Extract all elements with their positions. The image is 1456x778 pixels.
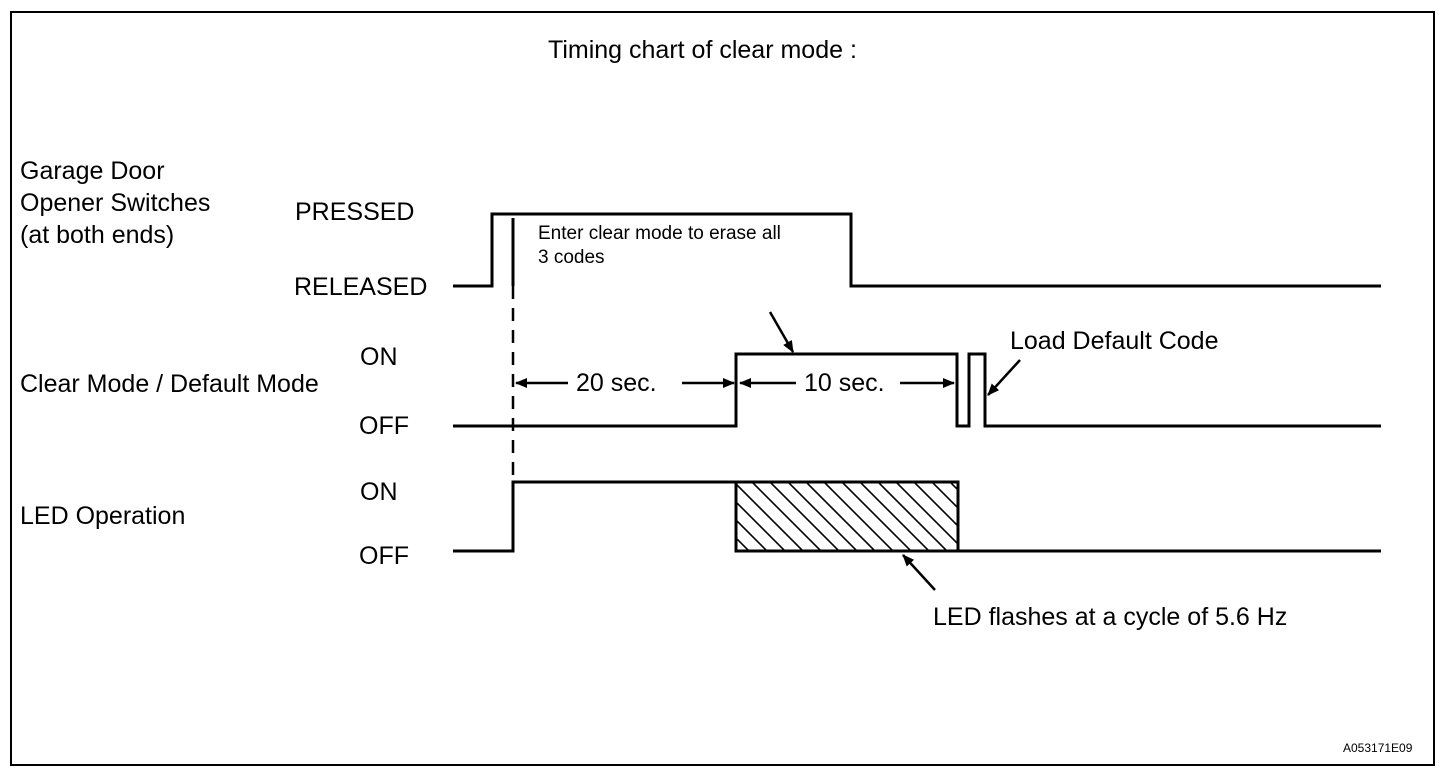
level-label-clear-off: OFF	[359, 412, 409, 440]
level-label-released: RELEASED	[294, 273, 428, 301]
signal-name-led: LED Operation	[20, 502, 186, 530]
pointer-arrow-load-default	[987, 359, 1021, 396]
interval-label-10-sec: 10 sec.	[804, 369, 885, 397]
waveform-switches	[453, 212, 1381, 288]
pointer-arrow-led-flash	[902, 554, 936, 591]
level-label-led-on: ON	[360, 478, 398, 506]
level-label-pressed: PRESSED	[295, 198, 415, 226]
signal-name-switches: Garage Door Opener Switches (at both end…	[20, 157, 211, 249]
level-label-led-off: OFF	[359, 542, 409, 570]
diagram-title: Timing chart of clear mode :	[548, 36, 857, 64]
figure-id: A053171E09	[1343, 741, 1413, 755]
diagram-frame	[10, 11, 1435, 766]
annotation-enter-clear-mode: Enter clear mode to erase all 3 codes	[538, 223, 781, 268]
led-flashing-region	[734, 480, 960, 553]
pointer-arrow-clear-on	[768, 311, 795, 353]
annotation-load-default-code: Load Default Code	[1010, 327, 1219, 355]
annotation-led-flash: LED flashes at a cycle of 5.6 Hz	[933, 603, 1288, 631]
level-label-clear-on: ON	[360, 343, 398, 371]
interval-label-20-sec: 20 sec.	[576, 369, 657, 397]
waveform-clear-mode	[453, 352, 1381, 428]
signal-name-clear-mode: Clear Mode / Default Mode	[20, 370, 319, 398]
